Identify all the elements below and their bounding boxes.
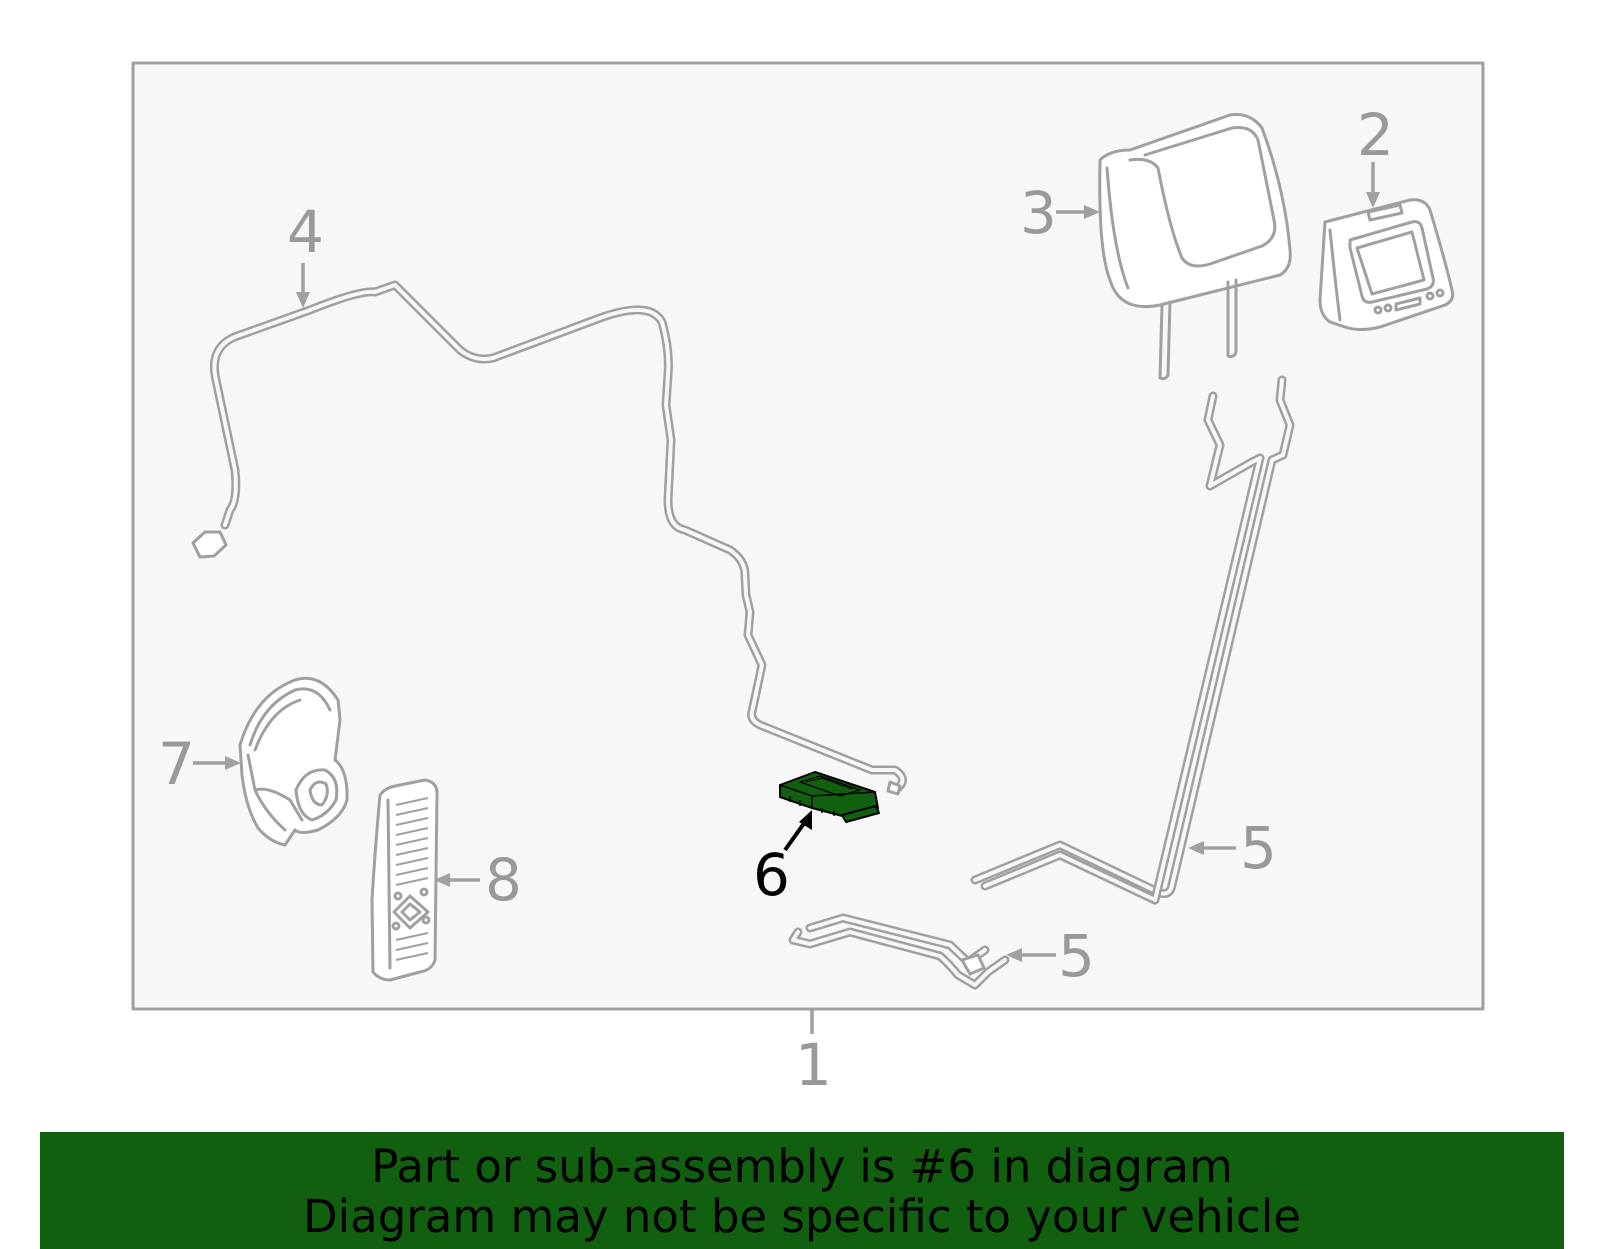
highlighted-module <box>779 771 880 823</box>
callout-3: 3 <box>1020 179 1057 247</box>
banner-line-1: Part or sub-assembly is #6 in diagram <box>371 1140 1233 1193</box>
callout-5-large: 5 <box>1240 814 1277 882</box>
info-banner: Part or sub-assembly is #6 in diagram Di… <box>40 1132 1564 1249</box>
video-cable <box>191 280 907 796</box>
harness-small <box>788 913 1010 990</box>
callout-1: 1 <box>795 1031 832 1099</box>
callout-5-small: 5 <box>1058 922 1095 990</box>
wireless-headphones <box>238 676 349 847</box>
remote-control <box>370 778 439 982</box>
headrest-display <box>1318 198 1455 331</box>
banner-line-2: Diagram may not be specific to your vehi… <box>303 1190 1301 1243</box>
callout-6: 6 <box>753 841 790 909</box>
callout-8: 8 <box>485 846 522 914</box>
harness-large <box>970 375 1295 905</box>
callout-7: 7 <box>158 730 195 798</box>
callout-4: 4 <box>287 198 324 266</box>
leader-arrows <box>193 162 1380 962</box>
callout-2: 2 <box>1357 101 1394 169</box>
headrest <box>1098 113 1292 381</box>
